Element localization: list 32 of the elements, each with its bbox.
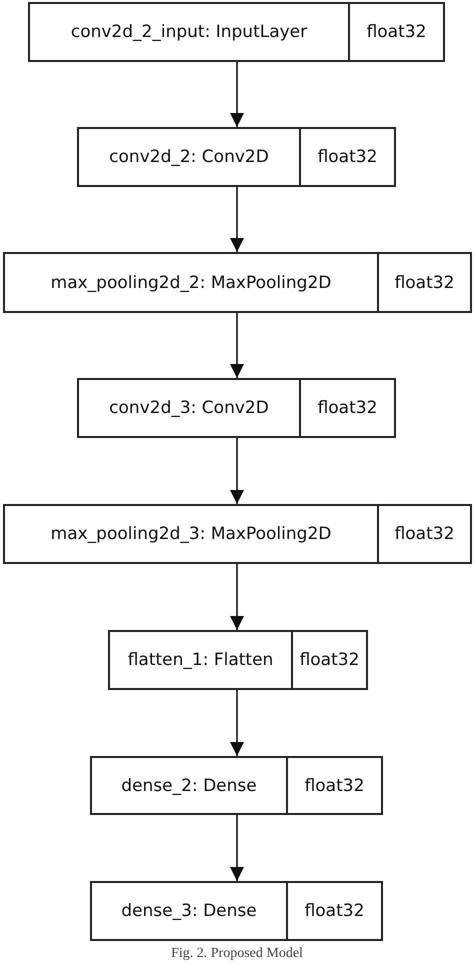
layer-name: flatten_1: Flatten (110, 632, 293, 688)
dtype-label: float32 (304, 900, 366, 923)
layer-box (90, 881, 383, 941)
layer-name: conv2d_3: Conv2D (79, 380, 301, 436)
layer-box (108, 630, 368, 690)
figure-caption: Fig. 2. Proposed Model (170, 946, 304, 962)
layer-name: dense_2: Dense (92, 758, 288, 813)
layer-box (28, 2, 445, 62)
arrow (230, 62, 244, 127)
layer-name: dense_3: Dense (92, 883, 288, 939)
dtype-label: float32 (316, 146, 378, 169)
dtype-label: float32 (366, 21, 428, 44)
dtype-label: float32 (298, 649, 360, 672)
dtype-label: float32 (394, 523, 456, 546)
arrow (230, 564, 244, 630)
arrow (230, 438, 244, 504)
dtype-label: float32 (394, 272, 456, 294)
layer-name: conv2d_2_input: InputLayer (30, 4, 350, 60)
arrow (230, 187, 244, 252)
layer-box (90, 756, 383, 815)
layer-name: max_pooling2d_3: MaxPooling2D (5, 506, 379, 562)
arrow (230, 815, 244, 881)
dtype-label: float32 (316, 397, 378, 420)
layer-name: max_pooling2d_2: MaxPooling2D (5, 254, 379, 311)
arrow (230, 690, 244, 756)
layer-box (3, 504, 472, 564)
layer-name: conv2d_2: Conv2D (79, 129, 301, 185)
layer-box (77, 127, 396, 187)
dtype-label: float32 (304, 774, 366, 798)
layer-box (77, 378, 396, 438)
layer-box (3, 252, 472, 313)
arrow (230, 313, 244, 378)
